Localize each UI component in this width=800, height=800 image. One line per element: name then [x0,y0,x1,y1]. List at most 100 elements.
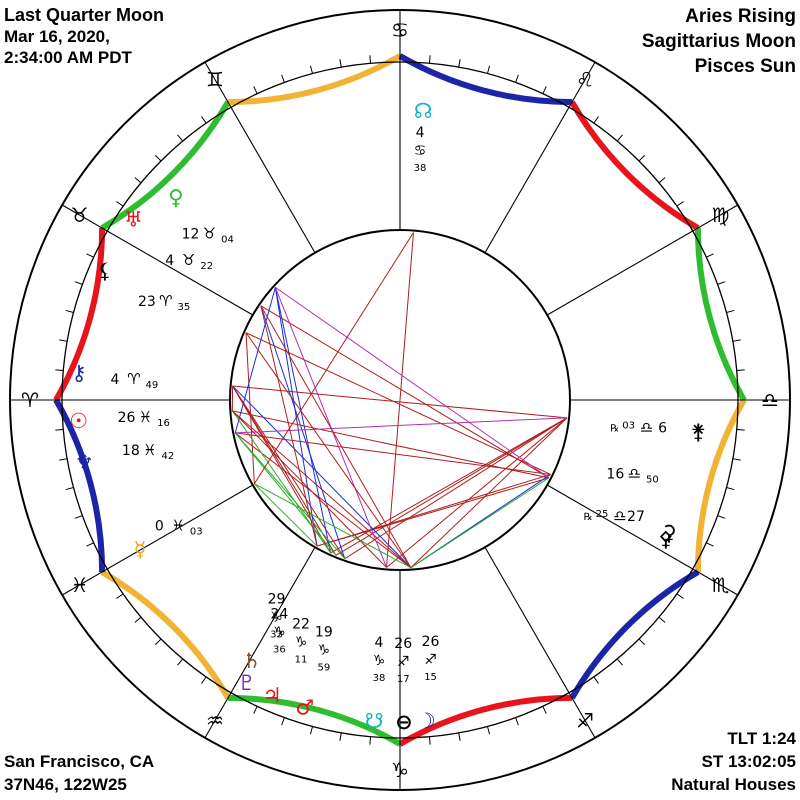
degree-tick [339,59,342,68]
sign-band-sagittarius [398,694,573,747]
position-sign: ♓ [172,517,185,535]
position-sign: ♉ [182,251,195,269]
position-sign: ♐ [397,654,410,670]
pallas-icon: ⚴ [658,527,673,551]
chart-info-bottom-left: San Francisco, CA 37N46, 122W25 [4,750,154,796]
position-minutes: 38 [373,673,386,684]
degree-tick [706,542,714,547]
sign-band-taurus [100,100,231,231]
sign-band-leo [569,100,700,231]
sign-band-capricorn [227,694,402,747]
position-minutes: 16 [157,418,170,429]
aspect-line [275,286,550,479]
aspect-line [234,432,346,559]
sign-glyph-gemini: ♊ [206,68,224,92]
degree-tick [593,116,599,124]
house-cusp-8 [546,484,739,596]
aspect-line [231,410,387,568]
position-minutes: 50 [646,474,659,485]
degree-tick [201,116,207,124]
degree-tick [638,154,646,162]
aspect-line [234,432,412,569]
position-degree: 4 [165,253,174,269]
degree-tick [177,658,184,666]
position-lilith: 23♈35 [138,292,190,313]
position-minutes: 36 [273,645,286,656]
position-degree: 22 [292,617,310,633]
degree-tick [116,201,124,207]
aspect-lines [231,232,568,569]
venus-icon: ♀ [168,186,183,210]
position-minutes: 03 [622,421,635,432]
sign-glyph-sagittarius: ♐ [576,708,594,732]
sign-glyph-leo: ♌ [576,68,594,92]
sign-band-gemini [227,53,402,106]
position-degree: 0 [155,519,164,535]
degree-tick [154,154,162,162]
position-sign: ♓ [139,408,152,426]
north-node-icon: ☊ [414,99,433,123]
rising-sign-label: Aries Rising [685,6,796,27]
position-sign: ♑ [373,653,386,669]
position-sign: ♑ [270,609,283,625]
aspect-line [410,477,550,569]
position-degree: 23 [138,294,156,310]
sign-glyph-libra: ♎ [761,388,779,412]
house-cusps [10,10,790,790]
degree-tick [706,253,714,258]
position-uranus: 4♉22 [165,251,213,272]
position-south-node: 4 ♑ 38 [373,635,386,684]
position-mars: 19♑59 [315,625,333,674]
position-minutes: 59 [317,663,330,674]
degree-tick [638,638,646,646]
sign-glyph-capricorn: ♑ [391,758,409,782]
south-node-icon: ☋ [365,709,384,733]
zodiac-sign-glyphs: ♈♉♊♋♌♍♎♏♐♑♒♓ [21,18,779,782]
aspect-line [234,432,337,556]
aspect-line [232,385,412,568]
degree-tick [736,369,745,372]
degree-tick [458,59,461,68]
chart-info-top-right: Aries Rising Sagittarius Moon Pisces Sun [642,4,796,79]
sign-glyph-taurus: ♉ [71,203,89,227]
degree-tick [134,616,142,623]
position-neptune: 18♓42 [122,441,174,462]
sign-band-cancer [398,53,573,106]
degree-tick [486,65,491,74]
sign-glyph-pisces: ♓ [71,573,89,597]
position-degree: 4 [375,635,384,651]
chiron-icon: ⚷ [71,361,86,385]
degree-tick [116,593,124,599]
sign-band-scorpio [569,569,700,700]
aspect-line [245,332,255,484]
position-minutes: 03 [190,527,203,538]
position-minutes: 33 [270,629,283,640]
position-degree: 29 [268,591,286,607]
position-degree: 27 [627,509,645,525]
degree-tick [59,458,68,461]
position-degree: 26 [422,634,440,650]
chart-info-bottom-right: TLT 1:24 ST 13:02:05 Natural Houses [671,727,796,796]
degree-tick [717,281,726,285]
degree-tick [717,515,726,519]
neptune-icon: ♆ [75,451,94,475]
position-degree: 24 [271,607,289,623]
degree-tick [726,486,735,491]
position-sign: ♉ [203,224,216,242]
degree-tick [74,515,83,519]
degree-tick [593,676,599,684]
position-minutes: 11 [295,655,308,666]
sign-band-aquarius [100,569,231,700]
sign-glyph-aries: ♈ [21,388,39,412]
degree-tick [55,428,64,431]
aspect-line [260,305,346,559]
aspect-line [260,305,550,479]
aspect-line [335,417,568,556]
aspect-line [245,332,551,475]
degree-tick [726,309,735,314]
degree-tick [736,428,745,431]
house-cusp-5 [484,61,596,254]
position-minutes: 17 [397,674,410,685]
position-sign: ♑ [318,643,331,659]
